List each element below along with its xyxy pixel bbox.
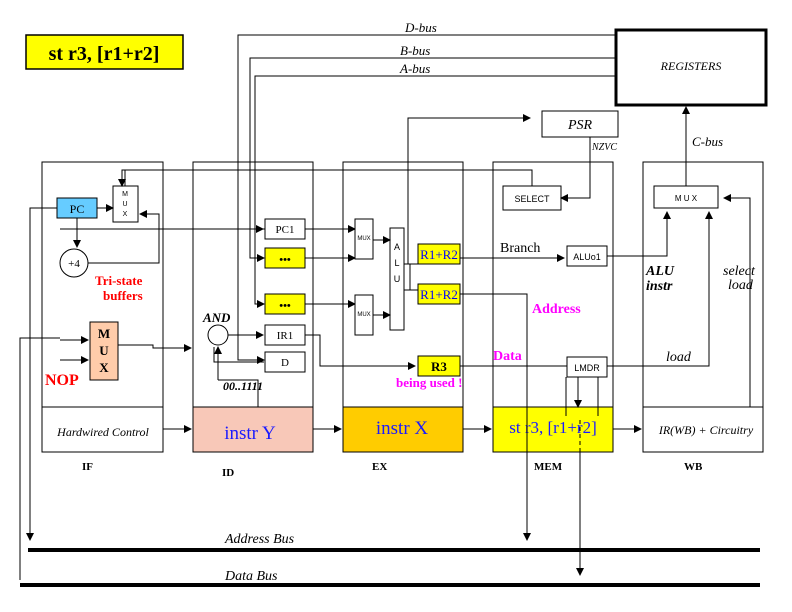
select-load-label-2: load [728,278,754,293]
alu-l: L [394,258,399,268]
ex-bottom-text: instr X [376,418,429,439]
ex-mux-2-text: MUX [357,312,370,318]
r3-label: R3 [431,359,447,374]
if-mux-big-u: U [99,343,109,358]
data-bus-label: Data Bus [224,569,278,584]
ex-wires [373,114,582,541]
alu-u: U [394,274,401,284]
address-label: Address [532,302,581,317]
dots-label-1: ••• [279,254,291,266]
and-label: AND [202,310,231,325]
if-mux-small [112,185,139,223]
registers-block [614,28,768,107]
register-buses [237,34,616,364]
wb-bottom-box [642,406,764,453]
r1r2-label-b: R1+R2 [420,287,458,302]
if-mux-small-u: U [122,201,127,208]
wb-bottom-text: IR(WB) + Circuitry [658,423,754,437]
data-label: Data [493,349,522,364]
alu-block [389,227,405,331]
registers-label: REGISTERS [660,59,722,73]
if-stage-label: IF [82,461,93,473]
psr-block [541,110,619,138]
ex-mux-1-text: MUX [357,236,370,242]
pc1-label: PC1 [276,224,295,236]
id-stage-label: ID [222,467,234,479]
load-label: load [666,350,692,365]
pc-label: PC [70,202,85,216]
select-load-label-1: select [723,264,756,279]
mem-bottom-text: st r3, [r1+r2] [509,418,596,437]
and-gate [207,324,229,346]
lmdr-label: LMDR [574,363,600,373]
branch-label: Branch [500,241,540,256]
select-label: SELECT [514,194,550,204]
if-mux-small-x: X [123,211,128,218]
ex-mux-1 [354,218,374,260]
nzvc-label: NZVC [591,142,617,153]
mem-stage-label: MEM [534,461,563,473]
bus-taps [29,548,584,576]
if-mux-big-x: X [99,360,109,375]
wb-mux [653,185,719,209]
if-mux-big-m: M [98,326,110,341]
if-wires [19,169,356,580]
r1r2-register-a [417,243,461,265]
alu-instr-label-1: ALU [645,264,675,279]
a-bus-label: A-bus [399,61,430,76]
aluo1-label: ALUo1 [573,252,601,262]
alu-instr-label-2: instr [646,279,673,294]
const-label: 00..1111 [223,379,263,393]
title-box [25,34,184,70]
nop-label: NOP [45,372,79,389]
tristate-label-2: buffers [103,288,143,303]
id-bottom-text: instr Y [224,423,276,444]
r1r2-label-a: R1+R2 [420,247,458,262]
wb-stage-label: WB [684,461,703,473]
if-mux-big [89,321,119,381]
psr-label: PSR [567,118,593,133]
id-wires [213,225,416,407]
d-bus-label: D-bus [404,20,437,35]
plus4-label: +4 [68,258,80,270]
c-bus-label: C-bus [692,134,723,149]
being-used-label: being used ! [396,375,462,390]
id-bottom-box [192,406,314,453]
address-bus-label: Address Bus [224,532,295,547]
dots-label-2: ••• [279,300,291,312]
tristate-label-1: Tri-state [95,273,143,288]
d-label: D [281,357,289,369]
title-text: st r3, [r1+r2] [49,43,160,65]
if-bottom-text: Hardwired Control [56,425,149,439]
ir1-label: IR1 [277,330,294,342]
if-mux-small-m: M [122,191,128,198]
b-bus-label: B-bus [400,43,430,58]
ex-stage-label: EX [372,461,387,473]
alu-a: A [394,242,400,252]
wb-mux-label: M U X [675,194,698,203]
lmdr-register [566,356,608,378]
d-register [264,351,306,373]
